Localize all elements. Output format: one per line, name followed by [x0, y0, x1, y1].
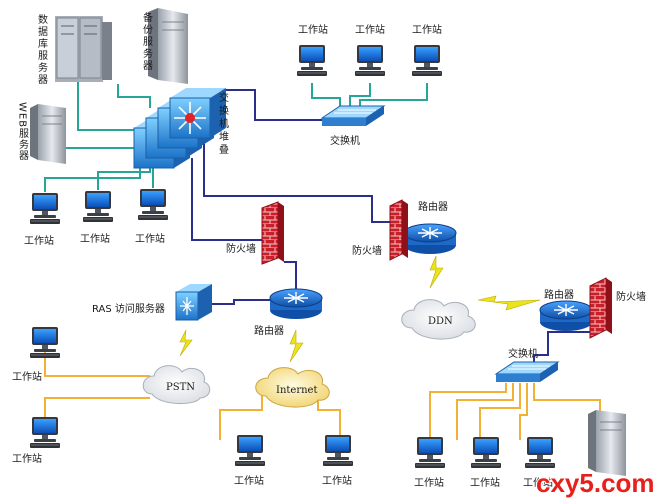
ddn-label: DDN: [428, 316, 453, 327]
database-server[interactable]: [55, 16, 112, 82]
pstn-label: PSTN: [166, 382, 195, 393]
workstation-computer[interactable]: [411, 44, 443, 77]
workstation-computer[interactable]: [82, 190, 114, 223]
firewall-middle[interactable]: [389, 199, 408, 261]
switch-bottom[interactable]: [494, 361, 560, 382]
cable-stack-to-firewall1: [191, 158, 264, 241]
firewall-middle-label: 防火墙: [352, 244, 382, 257]
workstation-label: 工作站: [12, 452, 42, 465]
cable-stack-to-firewall2: [203, 140, 392, 223]
firewall-right-label: 防火墙: [616, 290, 646, 303]
switch-bottom-label: 交换机: [508, 347, 538, 360]
workstation-computer[interactable]: [29, 192, 61, 225]
site-watermark: cxy5.com: [536, 468, 655, 498]
wireless-links: [179, 255, 541, 363]
lightning-bolt-icon: [289, 329, 304, 363]
web-server-label: WEB服务器: [17, 102, 29, 161]
lightning-bolt-icon: [477, 295, 541, 311]
workstation-label: 工作站: [322, 474, 352, 487]
firewall-left-label: 防火墙: [226, 242, 256, 255]
workstation-label: 工作站: [12, 370, 42, 383]
router-center[interactable]: [269, 288, 323, 319]
workstation-label: 工作站: [24, 234, 54, 247]
backup-server[interactable]: [148, 8, 188, 84]
switch-top[interactable]: [320, 105, 386, 126]
switch-stack[interactable]: [133, 88, 226, 169]
cable-stack-to-switch: [200, 89, 325, 121]
router-right-label: 路由器: [544, 288, 574, 301]
workstation-computer[interactable]: [524, 436, 556, 469]
workstation-label: 工作站: [80, 232, 110, 245]
router-ddn[interactable]: [403, 223, 457, 254]
firewall-right[interactable]: [589, 277, 612, 339]
ras-access-server[interactable]: [175, 284, 212, 321]
workstation-label: 工作站: [414, 476, 444, 489]
workstation-computer[interactable]: [470, 436, 502, 469]
ras-server-label: RAS 访问服务器: [92, 302, 165, 315]
workstation-label: 工作站: [234, 474, 264, 487]
cable-ras-to-router: [208, 299, 270, 305]
workstation-computer[interactable]: [296, 44, 328, 77]
workstation-computer[interactable]: [29, 416, 61, 449]
cable-firewall3-to-switch: [533, 331, 598, 365]
workstation-label: 工作站: [523, 476, 553, 489]
db-server-label: 数据库服务器: [36, 13, 48, 86]
cable-firewall1-to-router: [284, 261, 297, 290]
router-center-label: 路由器: [254, 324, 284, 337]
web-server[interactable]: [30, 104, 66, 164]
workstation-computer[interactable]: [29, 326, 61, 359]
workstation-computer[interactable]: [322, 434, 354, 467]
pstn-cloud: [142, 365, 211, 404]
workstation-computer[interactable]: [137, 188, 169, 221]
workstation-label: 工作站: [355, 23, 385, 36]
ddn-cloud: [401, 299, 476, 340]
tower-server-right[interactable]: [588, 410, 626, 476]
workstation-label: 工作站: [298, 23, 328, 36]
cable-db-to-stack: [77, 82, 140, 131]
router-right[interactable]: [539, 300, 593, 331]
switch-top-label: 交换机: [330, 134, 360, 147]
firewall-left[interactable]: [261, 201, 284, 265]
internet-label: Internet: [276, 385, 317, 396]
workstation-label: 工作站: [470, 476, 500, 489]
workstation-computer[interactable]: [354, 44, 386, 77]
workstation-label: 工作站: [135, 232, 165, 245]
backup-server-label: 备份服务器: [141, 11, 153, 72]
cable-backup-to-stack: [117, 84, 151, 108]
lightning-bolt-icon: [179, 329, 193, 357]
workstation-label: 工作站: [412, 23, 442, 36]
internet-cloud: [255, 367, 330, 408]
workstation-computer[interactable]: [234, 434, 266, 467]
workstation-computer[interactable]: [414, 436, 446, 469]
lightning-bolt-icon: [429, 255, 444, 289]
switch-stack-label: 交换机堆叠: [217, 91, 229, 157]
router-ddn-label: 路由器: [418, 200, 448, 213]
